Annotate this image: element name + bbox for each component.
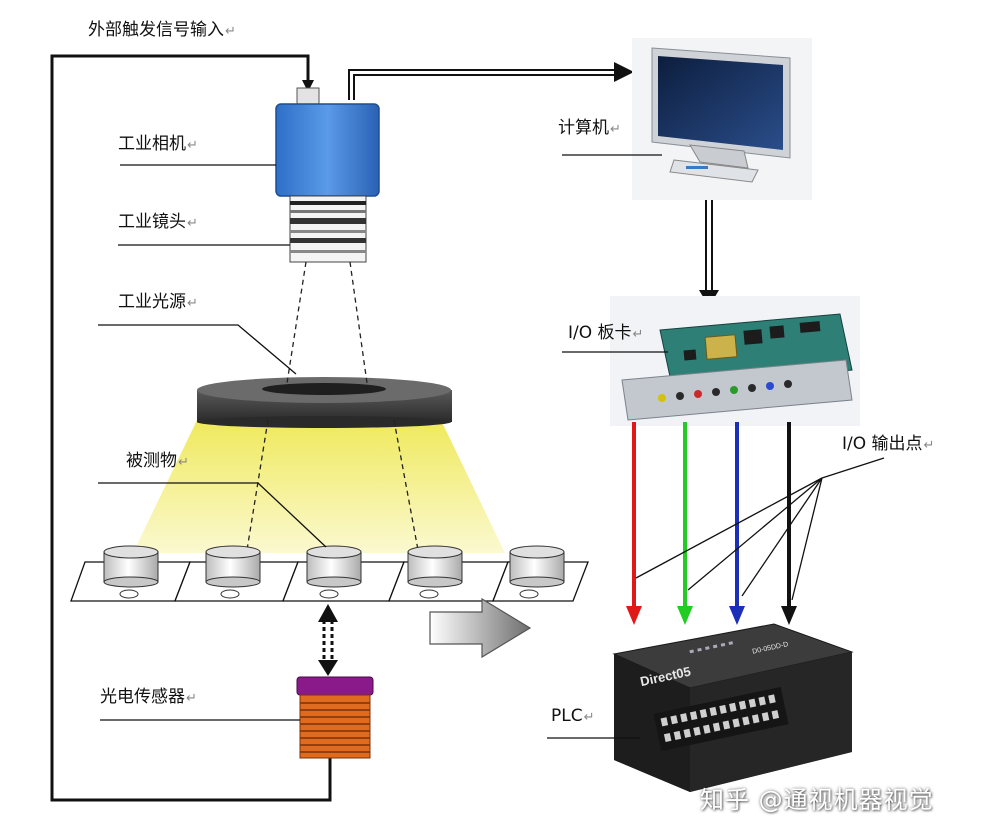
return-mark-icon: ↵ [178, 455, 189, 470]
inspected-objects [103, 545, 565, 599]
return-mark-icon: ↵ [187, 216, 198, 231]
return-mark-icon: ↵ [610, 122, 621, 137]
label-inspected-object: 被测物↵ [126, 453, 189, 470]
return-mark-icon: ↵ [186, 691, 197, 706]
sensor-beam [318, 604, 338, 676]
label-io-output-points-text: I/O 输出点 [842, 434, 923, 454]
label-industrial-camera-text: 工业相机 [118, 134, 186, 154]
return-mark-icon: ↵ [632, 327, 644, 342]
label-industrial-light: 工业光源↵ [118, 294, 198, 311]
label-industrial-lens: 工业镜头↵ [118, 214, 198, 231]
industrial-lens [289, 195, 367, 263]
photoelectric-sensor [296, 676, 374, 759]
label-plc-text: PLC [551, 706, 583, 726]
return-mark-icon: ↵ [187, 296, 198, 311]
label-plc: PLC↵ [551, 708, 595, 725]
label-trigger-input-text: 外部触发信号输入 [88, 20, 224, 40]
object-cup-1 [103, 545, 159, 599]
label-industrial-light-text: 工业光源 [118, 292, 186, 312]
io-card-icon [610, 296, 860, 426]
conveyor-direction-arrow [429, 597, 532, 659]
light-beam [133, 418, 505, 553]
label-io-output-points: I/O 输出点↵ [842, 436, 934, 453]
camera-to-computer-arrowhead [614, 62, 634, 82]
label-inspected-object-text: 被测物 [126, 451, 177, 471]
object-cup-5 [509, 545, 565, 599]
camera-to-computer-arrow [348, 69, 616, 100]
label-photoelectric-sensor: 光电传感器↵ [100, 689, 197, 706]
plc-device: Direct05 D0-05DD-D [612, 623, 854, 792]
label-trigger-input: 外部触发信号输入↵ [88, 22, 236, 39]
object-cup-4 [407, 545, 463, 599]
field-of-view-lines [246, 261, 419, 551]
industrial-camera [275, 87, 380, 197]
io-output-black [781, 422, 797, 625]
object-cup-3 [306, 545, 362, 599]
io-output-red [626, 422, 642, 625]
io-output-blue [729, 422, 745, 625]
ring-light [197, 377, 452, 428]
return-mark-icon: ↵ [187, 138, 198, 153]
computer-icon [632, 38, 812, 200]
object-cup-2 [205, 545, 261, 599]
label-io-card-text: I/O 板卡 [568, 323, 632, 343]
label-computer: 计算机↵ [558, 120, 621, 137]
label-io-card: I/O 板卡↵ [568, 325, 643, 342]
return-mark-icon: ↵ [225, 24, 236, 39]
return-mark-icon: ↵ [923, 438, 935, 453]
trigger-arrowhead [302, 80, 314, 92]
computer-to-io-card-arrow [705, 200, 713, 292]
label-industrial-camera: 工业相机↵ [118, 136, 198, 153]
return-mark-icon: ↵ [583, 710, 595, 725]
label-leader-lines [98, 154, 885, 739]
label-computer-text: 计算机 [558, 118, 609, 138]
io-output-green [677, 422, 693, 625]
label-photoelectric-sensor-text: 光电传感器 [100, 687, 185, 707]
label-industrial-lens-text: 工业镜头 [118, 212, 186, 232]
trigger-signal-wire [50, 54, 332, 802]
watermark: 知乎 @通视机器视觉 [700, 786, 934, 814]
